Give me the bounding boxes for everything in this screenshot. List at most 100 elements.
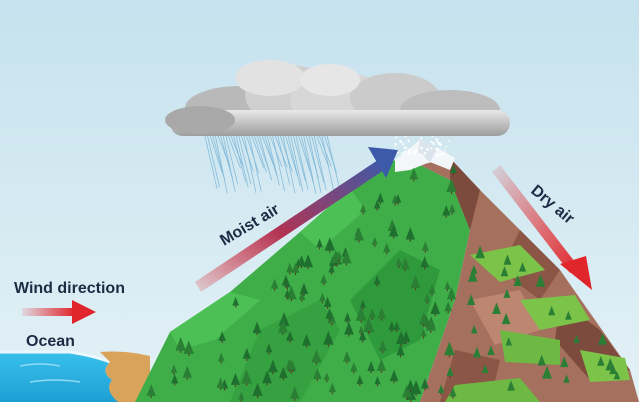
tree-icon (216, 377, 225, 390)
tree-icon (563, 374, 570, 383)
tree-icon (446, 178, 457, 194)
tree-icon (171, 373, 179, 386)
tree-icon (501, 312, 511, 325)
tree-icon (297, 255, 306, 268)
tree-icon (394, 193, 402, 205)
tree-icon (298, 291, 306, 302)
tree-icon (513, 274, 522, 287)
tree-icon (410, 380, 422, 396)
tree-icon (448, 203, 456, 215)
tree-icon (146, 383, 156, 398)
tree-icon (281, 274, 290, 288)
tree-icon (409, 167, 419, 182)
tree-icon (328, 264, 335, 275)
tree-icon (313, 367, 322, 382)
tree-icon (535, 274, 546, 287)
tree-icon (396, 344, 405, 358)
tree-icon (598, 333, 608, 345)
tree-icon (468, 269, 478, 282)
tree-icon (286, 330, 294, 343)
tree-icon (368, 308, 376, 320)
tree-icon (507, 380, 515, 391)
tree-icon (428, 283, 436, 296)
tree-icon (389, 369, 399, 384)
tree-icon (597, 355, 605, 366)
tree-icon (442, 205, 451, 218)
tree-icon (444, 341, 455, 358)
tree-icon (350, 362, 358, 374)
tree-icon (376, 192, 385, 205)
dry-air-arrow-icon (492, 165, 592, 290)
tree-icon (418, 312, 429, 327)
tree-icon (420, 378, 429, 391)
wind-direction-label: Wind direction (14, 280, 125, 297)
tree-icon (423, 293, 431, 304)
tree-icon (378, 339, 387, 353)
tree-icon (382, 242, 391, 255)
beach (100, 351, 150, 402)
tree-icon (232, 296, 239, 308)
tree-icon (217, 352, 225, 364)
tree-icon (252, 382, 263, 398)
tree-icon (170, 364, 178, 375)
tree-icon (573, 334, 580, 343)
tree-icon (467, 294, 476, 305)
tree-icon (359, 203, 367, 215)
tree-icon (470, 324, 478, 334)
tree-icon (363, 317, 375, 334)
tree-icon (341, 250, 352, 266)
tree-icon (323, 330, 334, 347)
tree-icon (278, 366, 288, 381)
tree-icon (343, 312, 351, 324)
tree-icon (421, 241, 429, 253)
tree-icon (505, 337, 512, 346)
ocean-label: Ocean (26, 333, 75, 350)
tree-icon (323, 372, 330, 383)
tree-icon (311, 349, 322, 365)
tree-icon (342, 350, 352, 364)
tree-icon (289, 360, 297, 372)
tree-icon (437, 384, 445, 396)
tree-icon (230, 372, 241, 387)
moist-air-arrow-icon (195, 147, 398, 292)
tree-icon (355, 306, 367, 323)
tree-icon (565, 310, 572, 320)
tree-icon (425, 317, 437, 333)
tree-icon (358, 325, 365, 336)
tree-icon (377, 307, 387, 321)
tree-icon (420, 328, 427, 339)
tree-icon (359, 299, 366, 310)
tree-icon (446, 287, 457, 302)
tree-icon (613, 370, 621, 380)
tree-icon (270, 278, 279, 291)
tree-icon (252, 321, 262, 336)
tree-icon (290, 386, 300, 401)
tree-icon (446, 366, 454, 378)
tree-icon (444, 301, 452, 314)
tree-icon (286, 262, 294, 275)
tree-icon (450, 164, 457, 176)
tree-icon (492, 302, 501, 315)
tree-icon (503, 254, 512, 265)
ocean-icon (0, 350, 120, 402)
tree-icon (420, 256, 429, 270)
tree-icon (284, 289, 291, 300)
tree-icon (487, 345, 495, 355)
tree-icon (400, 257, 410, 271)
tree-icon (265, 343, 273, 355)
tree-icon (268, 359, 278, 375)
tree-icon (395, 257, 403, 268)
tree-icon (503, 288, 511, 298)
tree-icon (358, 330, 367, 343)
tree-icon (262, 370, 272, 386)
wind-arrow-icon (22, 300, 96, 324)
tree-icon (175, 336, 187, 353)
tree-icon (388, 224, 399, 239)
tree-icon (242, 347, 251, 361)
tree-icon (319, 292, 326, 304)
tree-icon (325, 308, 334, 321)
tree-icon (183, 340, 195, 356)
tree-icon (605, 358, 616, 371)
tree-icon (328, 382, 337, 395)
tree-icon (376, 358, 387, 373)
